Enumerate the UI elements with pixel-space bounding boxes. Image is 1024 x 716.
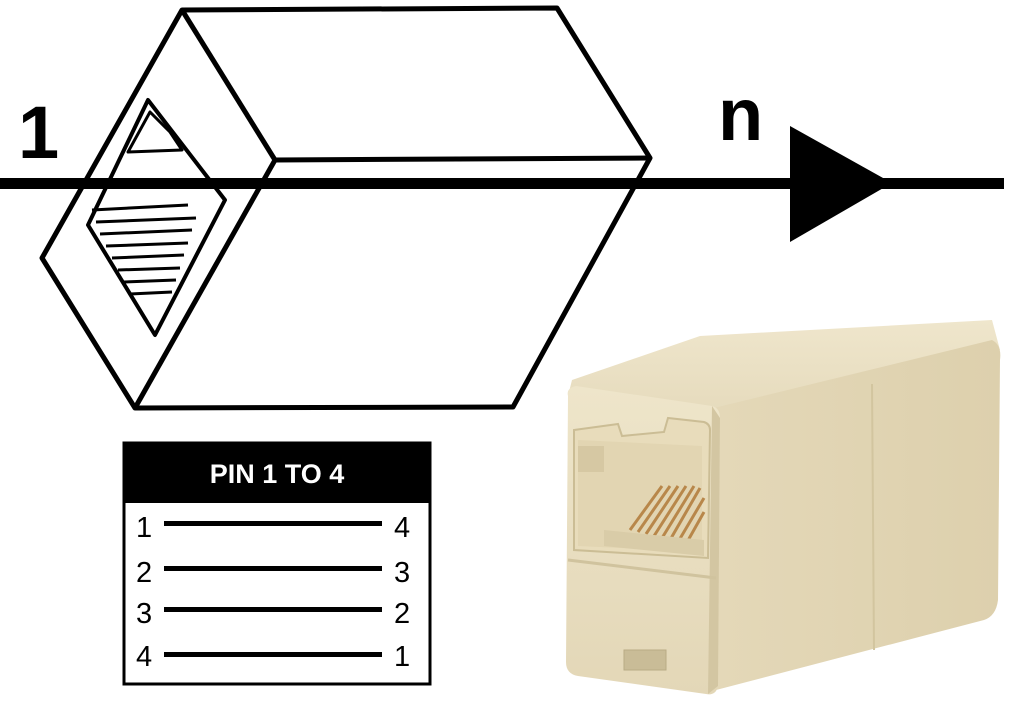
pin-wire-2 <box>164 566 382 571</box>
coupler-seam <box>871 383 875 651</box>
pin-right-3: 2 <box>394 598 410 630</box>
pinout-title: PIN 1 TO 4 <box>210 459 345 489</box>
photo-ridge <box>567 558 717 580</box>
coupler-line-drawing <box>39 5 653 411</box>
pin-right-1: 4 <box>394 512 410 544</box>
front-face-edge-top <box>179 8 278 162</box>
pin-right-2: 3 <box>394 557 410 589</box>
jack-clip <box>126 110 184 154</box>
coupler-top-face <box>568 320 1000 410</box>
pinout-row: 3 2 <box>136 598 410 630</box>
photo-bottom-slot <box>623 649 667 671</box>
top-ridge <box>274 155 651 163</box>
pinout-row: 1 4 <box>136 512 410 544</box>
end-label: n <box>718 73 763 156</box>
photo-contacts <box>628 485 706 545</box>
start-label: 1 <box>18 91 59 174</box>
jack-pins <box>91 203 197 296</box>
pin-right-4: 1 <box>394 641 410 673</box>
pin-wire-4 <box>164 652 382 657</box>
arrow-head <box>790 126 892 242</box>
pin-left-2: 2 <box>136 557 152 589</box>
arrow-shaft <box>0 178 1004 189</box>
coupler-outline <box>39 5 653 411</box>
coupler-photo <box>566 320 1001 695</box>
pin-left-4: 4 <box>136 641 152 673</box>
pinout-header <box>124 443 430 503</box>
pin-left-1: 1 <box>136 512 152 544</box>
pinout-row: 4 1 <box>136 641 410 673</box>
pin-wire-3 <box>164 607 382 612</box>
coupler-side-face <box>714 340 1001 690</box>
pinout-table: PIN 1 TO 4 1 4 2 3 3 2 4 1 <box>122 441 432 686</box>
direction-arrow <box>0 126 1004 242</box>
pin-wire-1 <box>164 521 382 526</box>
pin-left-3: 3 <box>136 598 152 630</box>
pinout-row: 2 3 <box>136 557 410 589</box>
front-face-edge-bottom <box>132 158 278 410</box>
